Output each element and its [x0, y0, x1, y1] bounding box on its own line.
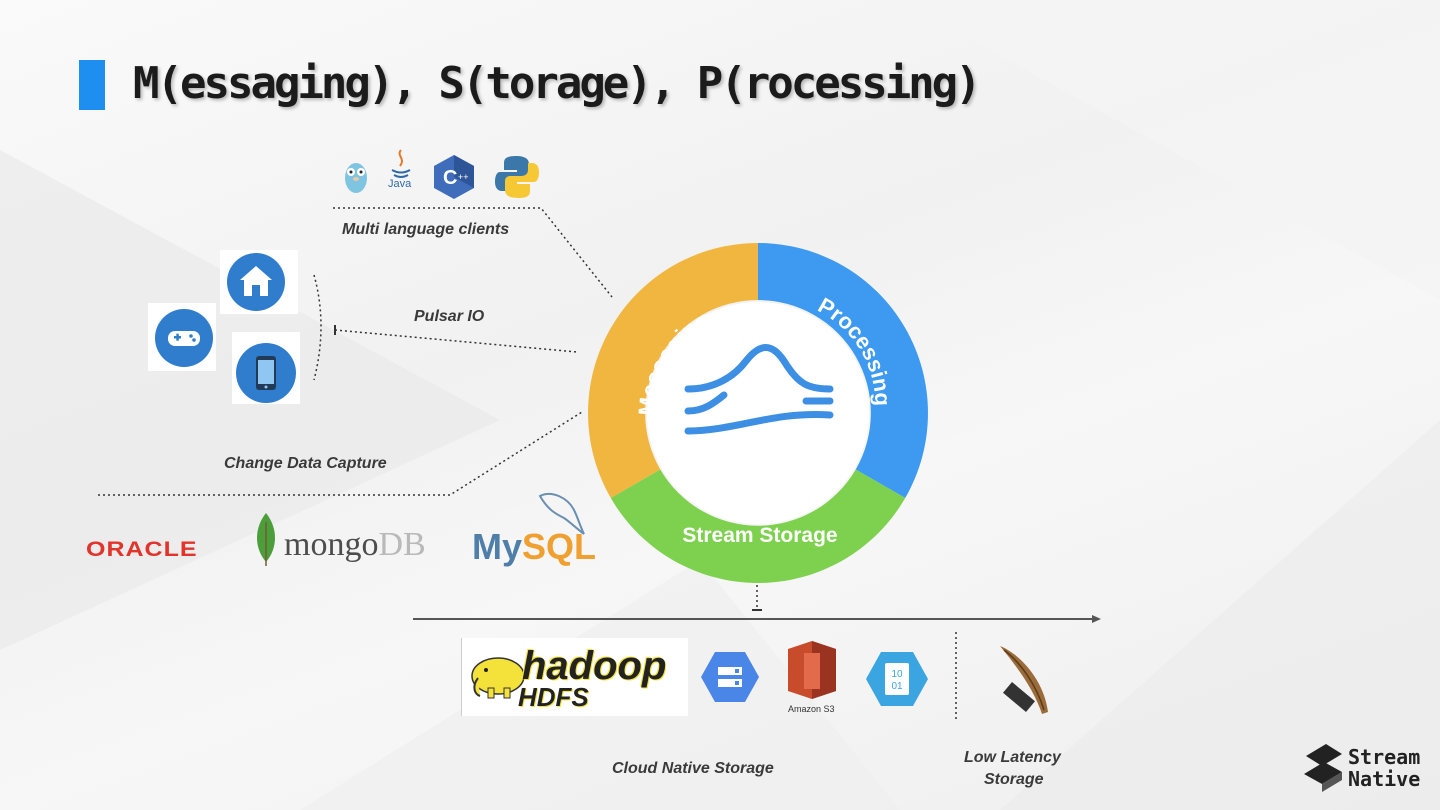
ring-segment-storage	[610, 469, 906, 583]
mysql-logo-my: My	[472, 526, 523, 567]
svg-text:10: 10	[891, 669, 903, 680]
hadoop-text: hadoop	[522, 644, 667, 688]
language-icons: Java C ++	[336, 148, 546, 200]
hadoop-hdfs-logo: hadoop HDFS	[461, 638, 688, 716]
pulsar-logo-icon	[684, 344, 834, 435]
mongodb-leaf-icon	[257, 513, 275, 566]
pulsar-io-caption: Pulsar IO	[414, 308, 485, 325]
svg-text:01: 01	[891, 681, 903, 692]
oracle-logo: ORACLE	[86, 537, 198, 561]
ring-label-storage: Stream Storage	[682, 524, 837, 547]
mysql-dolphin-icon	[538, 492, 585, 535]
azure-blob-storage-icon: 10 01	[866, 652, 928, 706]
ring-segment-messaging	[588, 243, 758, 498]
svg-text:++: ++	[458, 172, 469, 182]
smartphone-tile	[232, 332, 300, 404]
mps-ring-diagram: Messaging Processing Stream Storage	[588, 243, 928, 583]
mongodb-logo-db: DB	[378, 526, 426, 563]
streamnative-logo-icon	[1304, 744, 1342, 792]
amazon-s3-label: Amazon S3	[788, 704, 835, 714]
low-latency-caption-line2: Storage	[984, 771, 1044, 788]
brand-line1: Stream	[1348, 745, 1421, 769]
mysql-logo: MySQL	[472, 526, 596, 568]
ring-segment-processing	[758, 243, 928, 498]
mongodb-logo: mongoDB	[284, 526, 426, 564]
home-tile	[220, 250, 298, 314]
hadoop-elephant-icon	[471, 657, 525, 699]
gamepad-icon	[155, 309, 213, 367]
low-latency-caption-line1: Low Latency	[964, 749, 1061, 766]
amazon-s3-icon	[788, 641, 836, 699]
cpp-icon: C ++	[434, 155, 474, 199]
mysql-logo-sql: SQL	[522, 526, 597, 567]
go-gopher-icon	[345, 163, 367, 193]
cloud-native-caption: Cloud Native Storage	[612, 760, 774, 777]
home-icon	[227, 253, 285, 311]
brand-line2: Native	[1348, 767, 1421, 791]
java-icon: Java	[386, 148, 416, 196]
gamepad-tile	[148, 303, 216, 371]
page-title: M(essaging), S(torage), P(rocessing)	[133, 58, 982, 109]
google-cloud-storage-icon	[701, 652, 759, 702]
multi-language-caption: Multi language clients	[342, 221, 510, 238]
mongodb-logo-mongo: mongo	[284, 526, 379, 563]
java-label: Java	[388, 178, 412, 190]
python-icon	[495, 156, 539, 198]
title-accent-bar	[79, 60, 105, 110]
svg-text:C: C	[443, 167, 457, 189]
hdfs-text: HDFS	[518, 682, 589, 712]
cdc-caption: Change Data Capture	[224, 455, 387, 472]
bookkeeper-feather-icon	[1000, 646, 1048, 714]
smartphone-icon	[236, 343, 296, 403]
